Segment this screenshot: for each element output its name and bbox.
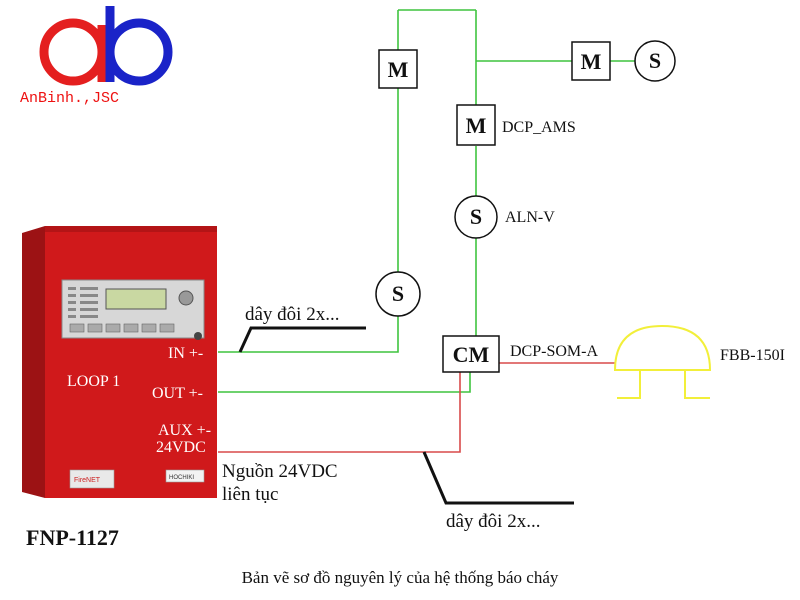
panel-out-label: OUT +- [152,385,203,402]
power-wiring [218,362,615,453]
smoke-detector-lower-left: S [375,271,421,317]
control-module-cm-model: DCP-SOM-A [510,343,598,360]
top-leader-line [238,326,366,353]
smoke-detector-middle-label: S [470,204,482,229]
panel-led-indicators [68,287,98,318]
panel-loop-label: LOOP 1 [67,373,120,390]
power-note-line-1: Nguồn 24VDC [222,461,338,482]
panel-maker-badge-text: HOCHIKI [169,475,194,481]
fire-bell-icon [613,324,712,399]
logo-monogram [39,6,173,86]
panel-model-label: FNP-1127 [26,525,119,550]
smoke-detector-top-right: S [634,40,676,82]
pair-wire-bottom-note: dây đôi 2x... [446,511,540,532]
smoke-detector-middle: S ALN-V [454,195,555,239]
smoke-detector-lower-left-label: S [392,281,404,306]
control-panel: IN +- LOOP 1 OUT +- AUX +- 24VDC FireNET… [22,226,217,498]
leader-lines [238,326,574,505]
control-module-cm: CM DCP-SOM-A [442,335,598,373]
pair-wire-top-note: dây đôi 2x... [245,304,339,325]
panel-aux-voltage-label: 24VDC [156,439,206,456]
diagram-caption: Bản vẽ sơ đồ nguyên lý của hệ thống báo … [242,568,559,587]
panel-in-label: IN +- [168,345,203,362]
panel-aux-label: AUX +- [158,422,211,439]
out-wire [218,372,471,393]
panel-brand-badge-text: FireNET [74,477,101,484]
logo-company-name: AnBinh.,JSC [20,90,119,107]
module-m-top-right-label: M [581,49,602,74]
module-m-top-left-label: M [388,57,409,82]
in-wire [218,312,399,353]
company-logo: AnBinh.,JSC [20,6,173,107]
module-m-middle: M DCP_AMS [456,104,576,146]
module-m-middle-label: M [466,113,487,138]
panel-function-keys [69,323,175,333]
panel-lcd-display [105,288,167,310]
loop-wiring [218,9,635,393]
panel-nav-pad-icon [178,290,194,306]
panel-brand-badge [69,469,115,489]
panel-key-lock-icon [194,332,202,340]
aux-power-wire [218,372,461,453]
module-m-top-left: M [378,49,418,89]
panel-maker-badge [165,469,205,483]
power-note-line-2: liên tục [222,484,278,505]
control-module-cm-label: CM [453,342,490,367]
smoke-detector-top-right-label: S [649,48,661,73]
smoke-detector-middle-model: ALN-V [505,209,555,226]
fire-bell-model: FBB-150I [720,347,785,364]
bottom-leader-line [422,451,574,505]
module-m-top-right: M [571,41,611,81]
module-m-middle-model: DCP_AMS [502,119,576,136]
